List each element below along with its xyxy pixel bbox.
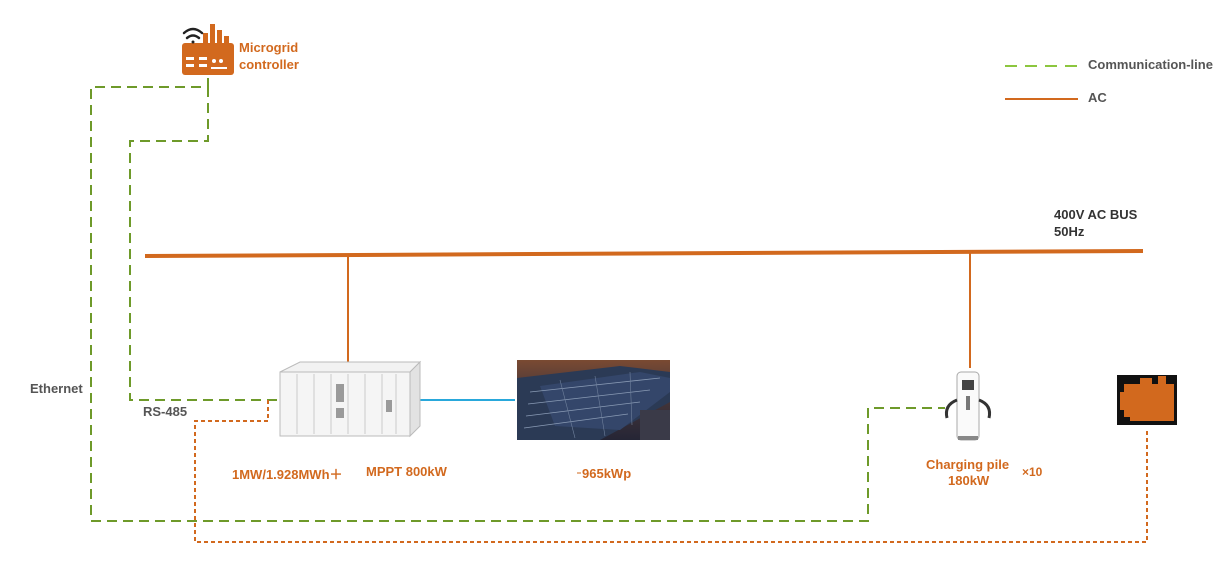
rs485-label: RS-485 — [143, 404, 188, 419]
controller-label-line1: Microgrid — [239, 40, 299, 55]
controller-label-line2: controller — [239, 57, 299, 72]
solar-panel-icon — [517, 360, 670, 440]
bus-label-line2: 50Hz — [1054, 224, 1085, 239]
generator-comm-line — [194, 400, 1148, 543]
rs485-line — [129, 87, 278, 401]
ethernet-label: Ethernet — [30, 381, 83, 396]
legend-communication-label: Communication-line — [1088, 57, 1213, 72]
storage-capacity-label: 1MW/1.928MWh＋ — [232, 467, 343, 482]
ac-bus — [144, 249, 1144, 258]
ethernet-line — [90, 78, 945, 522]
storage-mppt-label: MPPT 800kW — [366, 464, 447, 479]
charger-label-line1: Charging pile — [926, 457, 1010, 472]
battery-container-icon — [279, 360, 422, 438]
bus-label-line1: 400V AC BUS — [1054, 207, 1138, 222]
factory-icon — [182, 24, 234, 75]
generator-icon — [1117, 375, 1177, 425]
charger-count-label: ×10 — [1022, 465, 1043, 479]
wifi-icon — [182, 27, 204, 44]
legend-ac-label: AC — [1088, 90, 1107, 105]
charger-label-line2: 180kW — [948, 473, 990, 488]
pv-capacity-label: 965kWp — [582, 466, 632, 481]
ev-charger-icon — [945, 371, 991, 441]
